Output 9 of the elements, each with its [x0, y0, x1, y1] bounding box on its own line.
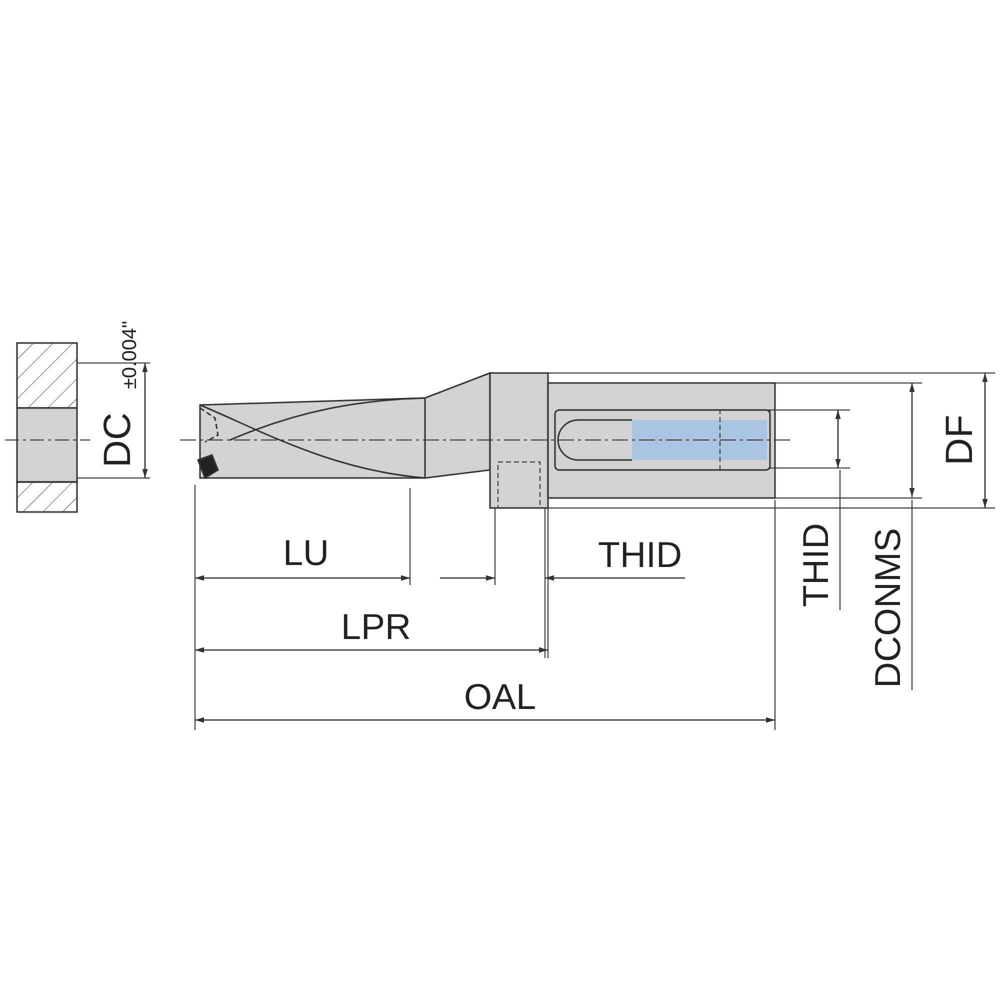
dimension-label: DF — [941, 414, 979, 466]
dimension-label: DCONMS — [870, 528, 906, 688]
dimension-label: THID — [598, 537, 682, 573]
dimension-label: ±0.004" — [120, 320, 140, 390]
dimension-label: LPR — [340, 609, 412, 645]
dimension-label: THID — [798, 523, 834, 607]
dimension-label: LU — [282, 535, 330, 571]
dimension-label: OAL — [464, 679, 536, 715]
dimension-label: DC — [99, 412, 137, 468]
